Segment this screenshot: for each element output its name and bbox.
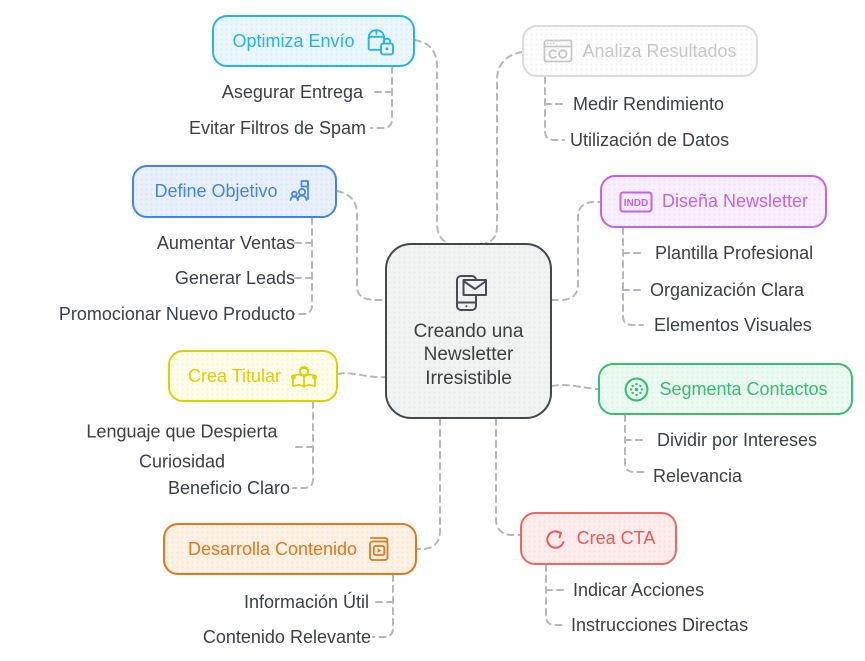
indd-file-icon-svg: INDD — [619, 191, 653, 212]
subtopic-label[interactable]: Promocionar Nuevo Producto — [58, 303, 295, 324]
central-topic-node[interactable]: Creando una Newsletter Irresistible — [385, 243, 552, 419]
branch-node-optimiza-envio[interactable]: Optimiza Envío — [212, 15, 415, 67]
branch-label: Crea CTA — [576, 528, 656, 548]
branch-label: Desarrolla Contenido — [187, 538, 358, 559]
subtopic-label[interactable]: Elementos Visuales — [654, 314, 812, 335]
subtopic-label[interactable]: Organización Clara — [650, 279, 805, 300]
branch-label: Diseña Newsletter — [661, 191, 809, 211]
branch-node-disena-newsletter[interactable]: INDD Diseña Newsletter — [600, 175, 827, 228]
subtopic-label[interactable]: Información Útil — [243, 591, 369, 612]
subtopic-label[interactable]: Evitar Filtros de Spam — [188, 117, 366, 138]
subtopic-label[interactable]: Contenido Relevante — [202, 626, 371, 647]
branch-label: Segmenta Contactos — [659, 378, 828, 399]
branch-label: Optimiza Envío — [232, 30, 355, 51]
branch-label: Analiza Resultados — [582, 40, 737, 61]
phone-mail-icon-svg — [455, 275, 487, 312]
branch-node-crea-titular[interactable]: Crea Titular — [168, 350, 338, 402]
subtopic-label[interactable]: Relevancia — [653, 465, 743, 486]
reading-book-icon-svg — [290, 365, 318, 388]
indd-file-icon: INDD — [619, 191, 653, 213]
subtopic-label[interactable]: Medir Rendimiento — [573, 93, 725, 114]
branch-node-desarrolla-contenido[interactable]: Desarrolla Contenido — [163, 523, 417, 575]
indd-icon-text: INDD — [624, 198, 648, 209]
subtopic-label[interactable]: Instrucciones Directas — [571, 614, 749, 635]
branch-label: Crea Titular — [187, 365, 282, 386]
branch-node-segmenta-contactos[interactable]: Segmenta Contactos — [598, 363, 853, 415]
subtopic-label[interactable]: Asegurar Entrega — [221, 81, 363, 102]
phone-mail-icon — [446, 272, 492, 314]
branch-node-define-objetivo[interactable]: Define Objetivo — [132, 165, 337, 218]
subtopic-label[interactable]: Indicar Acciones — [573, 579, 705, 600]
subtopic-label[interactable]: Beneficio Claro — [167, 477, 290, 498]
goal-team-icon-svg — [289, 179, 309, 201]
branch-node-analiza-resultados[interactable]: Analiza Resultados — [522, 25, 758, 77]
video-book-icon — [366, 535, 392, 563]
curved-arrow-icon — [542, 527, 568, 551]
goal-team-icon — [287, 179, 315, 205]
browser-report-icon-svg — [544, 39, 573, 63]
subtopic-label[interactable]: Dividir por Intereses — [657, 429, 818, 450]
central-topic-label: Creando una Newsletter Irresistible — [413, 321, 524, 389]
reading-book-icon — [290, 363, 318, 390]
branch-label: Define Objetivo — [154, 181, 278, 201]
dot-cluster-icon-svg — [624, 377, 649, 401]
curved-arrow-icon-svg — [546, 529, 564, 549]
subtopic-label[interactable]: Aumentar Ventas — [156, 232, 295, 253]
dot-cluster-icon — [623, 376, 650, 403]
secure-package-icon — [364, 27, 395, 56]
branch-node-crea-cta[interactable]: Crea CTA — [520, 512, 677, 565]
secure-package-icon-svg — [367, 28, 394, 55]
video-book-icon-svg — [369, 537, 389, 561]
subtopic-label[interactable]: Utilización de Datos — [570, 129, 730, 150]
subtopic-label[interactable]: Plantilla Profesional — [655, 242, 814, 263]
browser-report-icon — [543, 39, 573, 63]
subtopic-label[interactable]: Generar Leads — [174, 267, 295, 288]
subtopic-label[interactable]: Lenguaje que Despierta Curiosidad — [86, 421, 278, 471]
